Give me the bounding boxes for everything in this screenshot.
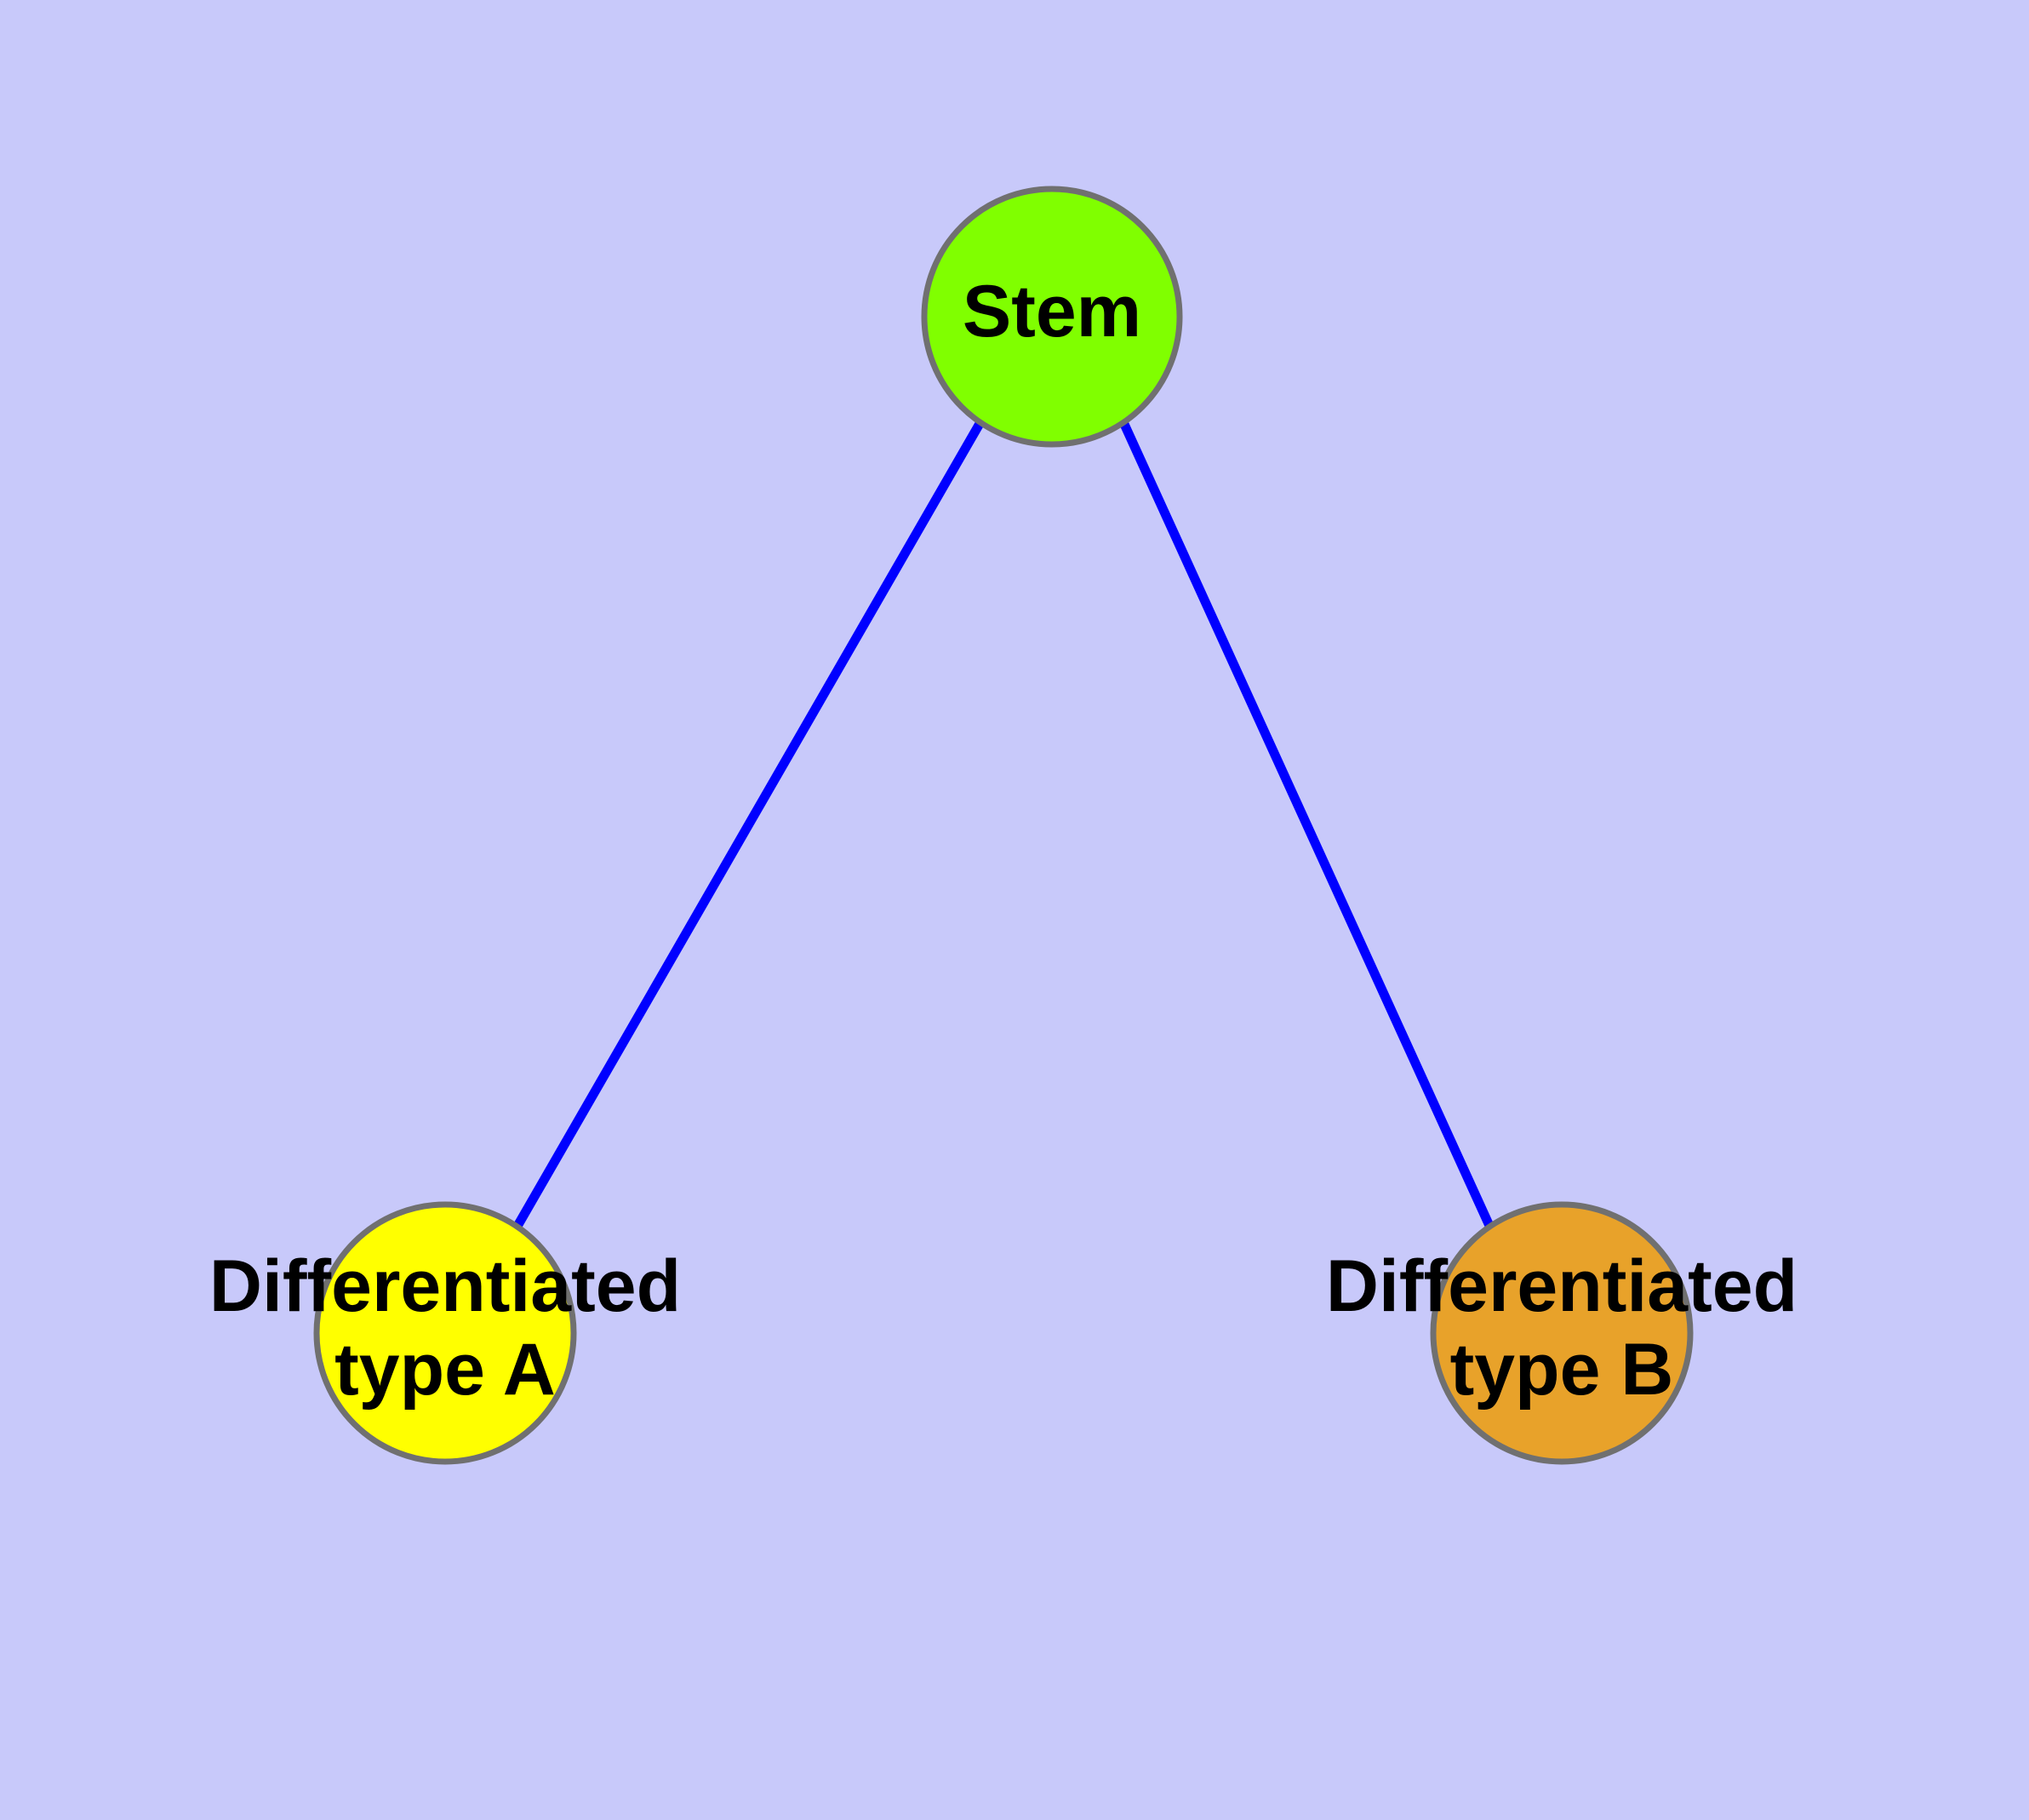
node-type-b-circle[interactable] [1430,1201,1694,1465]
node-label-line: Differentiated [209,1245,681,1327]
node-label-line: type B [1450,1329,1674,1411]
node-differentiated-type-a[interactable] [313,1201,577,1465]
edges-layer [512,420,1495,1230]
edge-stem-to-type-b[interactable] [1118,420,1495,1230]
node-label-line: Stem [963,271,1141,352]
node-label-line: type A [334,1329,556,1411]
node-stem-circle[interactable] [921,186,1183,448]
node-label-line: Differentiated [1326,1245,1798,1327]
edge-stem-to-type-a[interactable] [512,420,985,1230]
nodes-layer [313,186,1694,1465]
node-type-a-circle[interactable] [313,1201,577,1465]
node-stem[interactable] [921,186,1183,448]
node-differentiated-type-b[interactable] [1430,1201,1694,1465]
node-stem-label: Stem [963,271,1141,352]
